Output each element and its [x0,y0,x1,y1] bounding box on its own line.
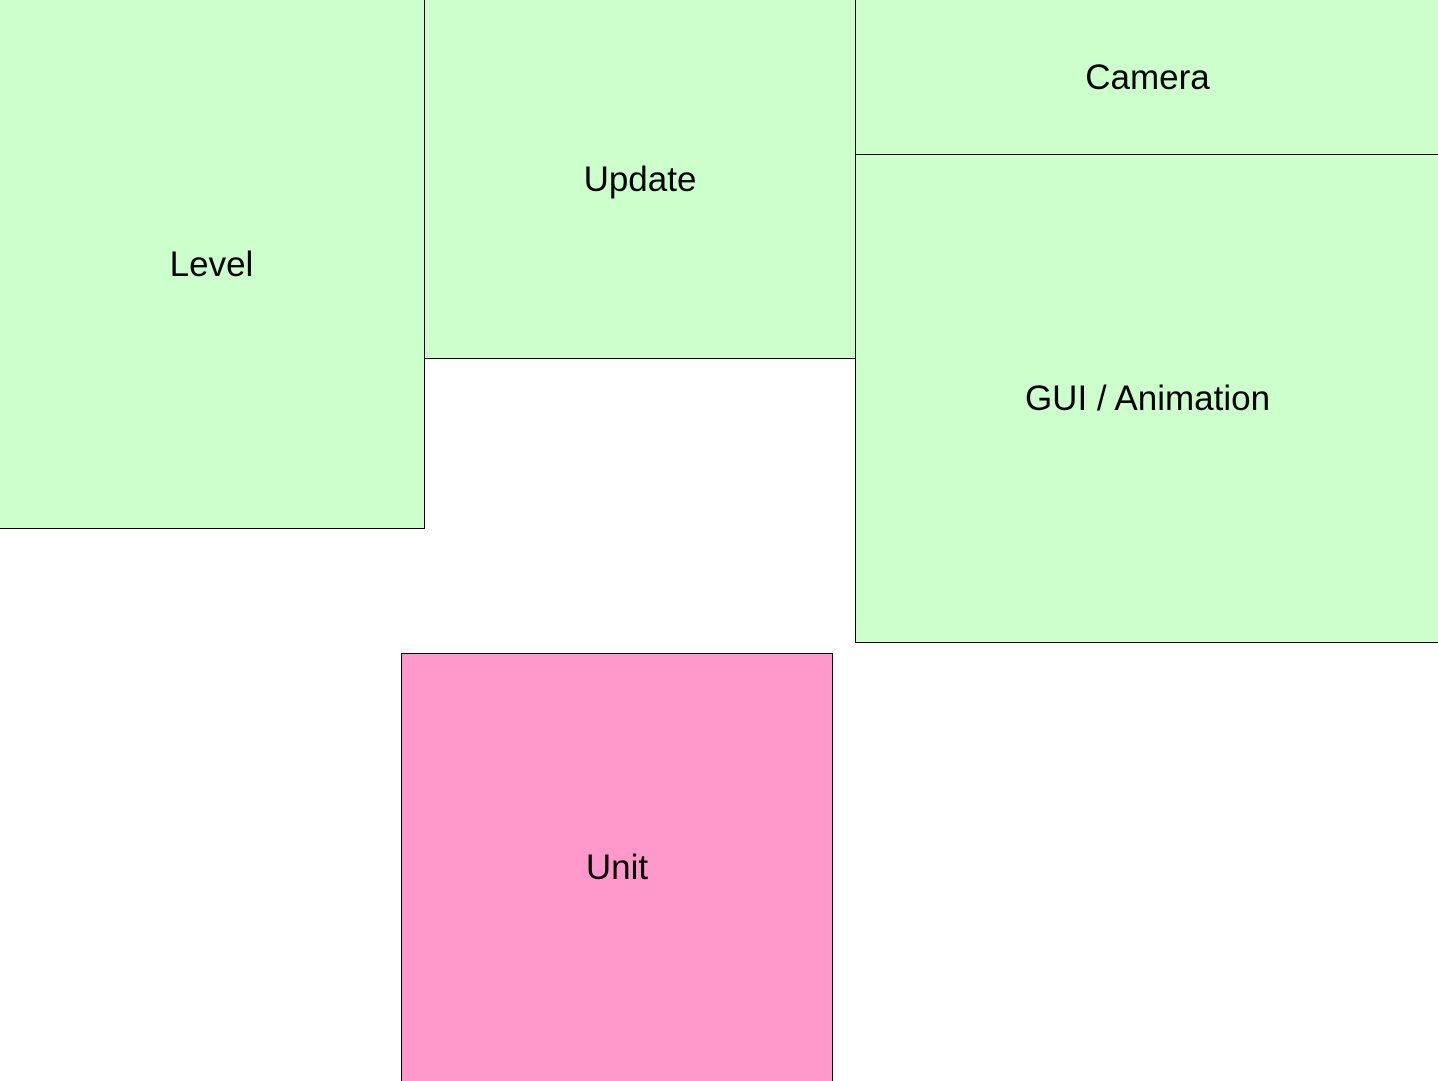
unit-box: Unit [401,653,833,1081]
gui-animation-box: GUI / Animation [855,154,1438,643]
unit-label: Unit [585,848,649,887]
camera-box: Camera [855,0,1438,155]
camera-label: Camera [1085,57,1210,97]
level-box: Level [0,0,425,529]
update-box: Update [424,0,856,359]
gui-animation-label: GUI / Animation [1024,379,1271,418]
level-label: Level [169,244,254,284]
update-label: Update [583,159,697,199]
